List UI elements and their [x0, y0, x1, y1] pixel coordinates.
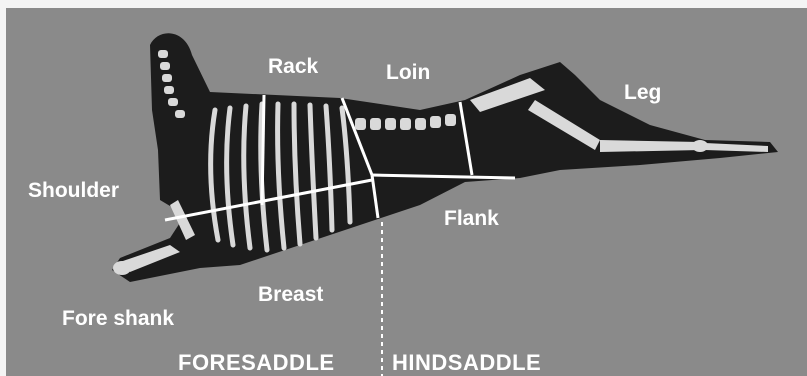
label-flank: Flank: [444, 208, 499, 229]
label-rack: Rack: [268, 56, 318, 77]
label-loin: Loin: [386, 62, 430, 83]
label-hindsaddle: HINDSADDLE: [392, 352, 541, 374]
label-breast: Breast: [258, 284, 323, 305]
label-leg: Leg: [624, 82, 661, 103]
label-foresaddle: FORESADDLE: [178, 352, 335, 374]
label-fore-shank: Fore shank: [62, 308, 174, 329]
label-shoulder: Shoulder: [28, 180, 119, 201]
